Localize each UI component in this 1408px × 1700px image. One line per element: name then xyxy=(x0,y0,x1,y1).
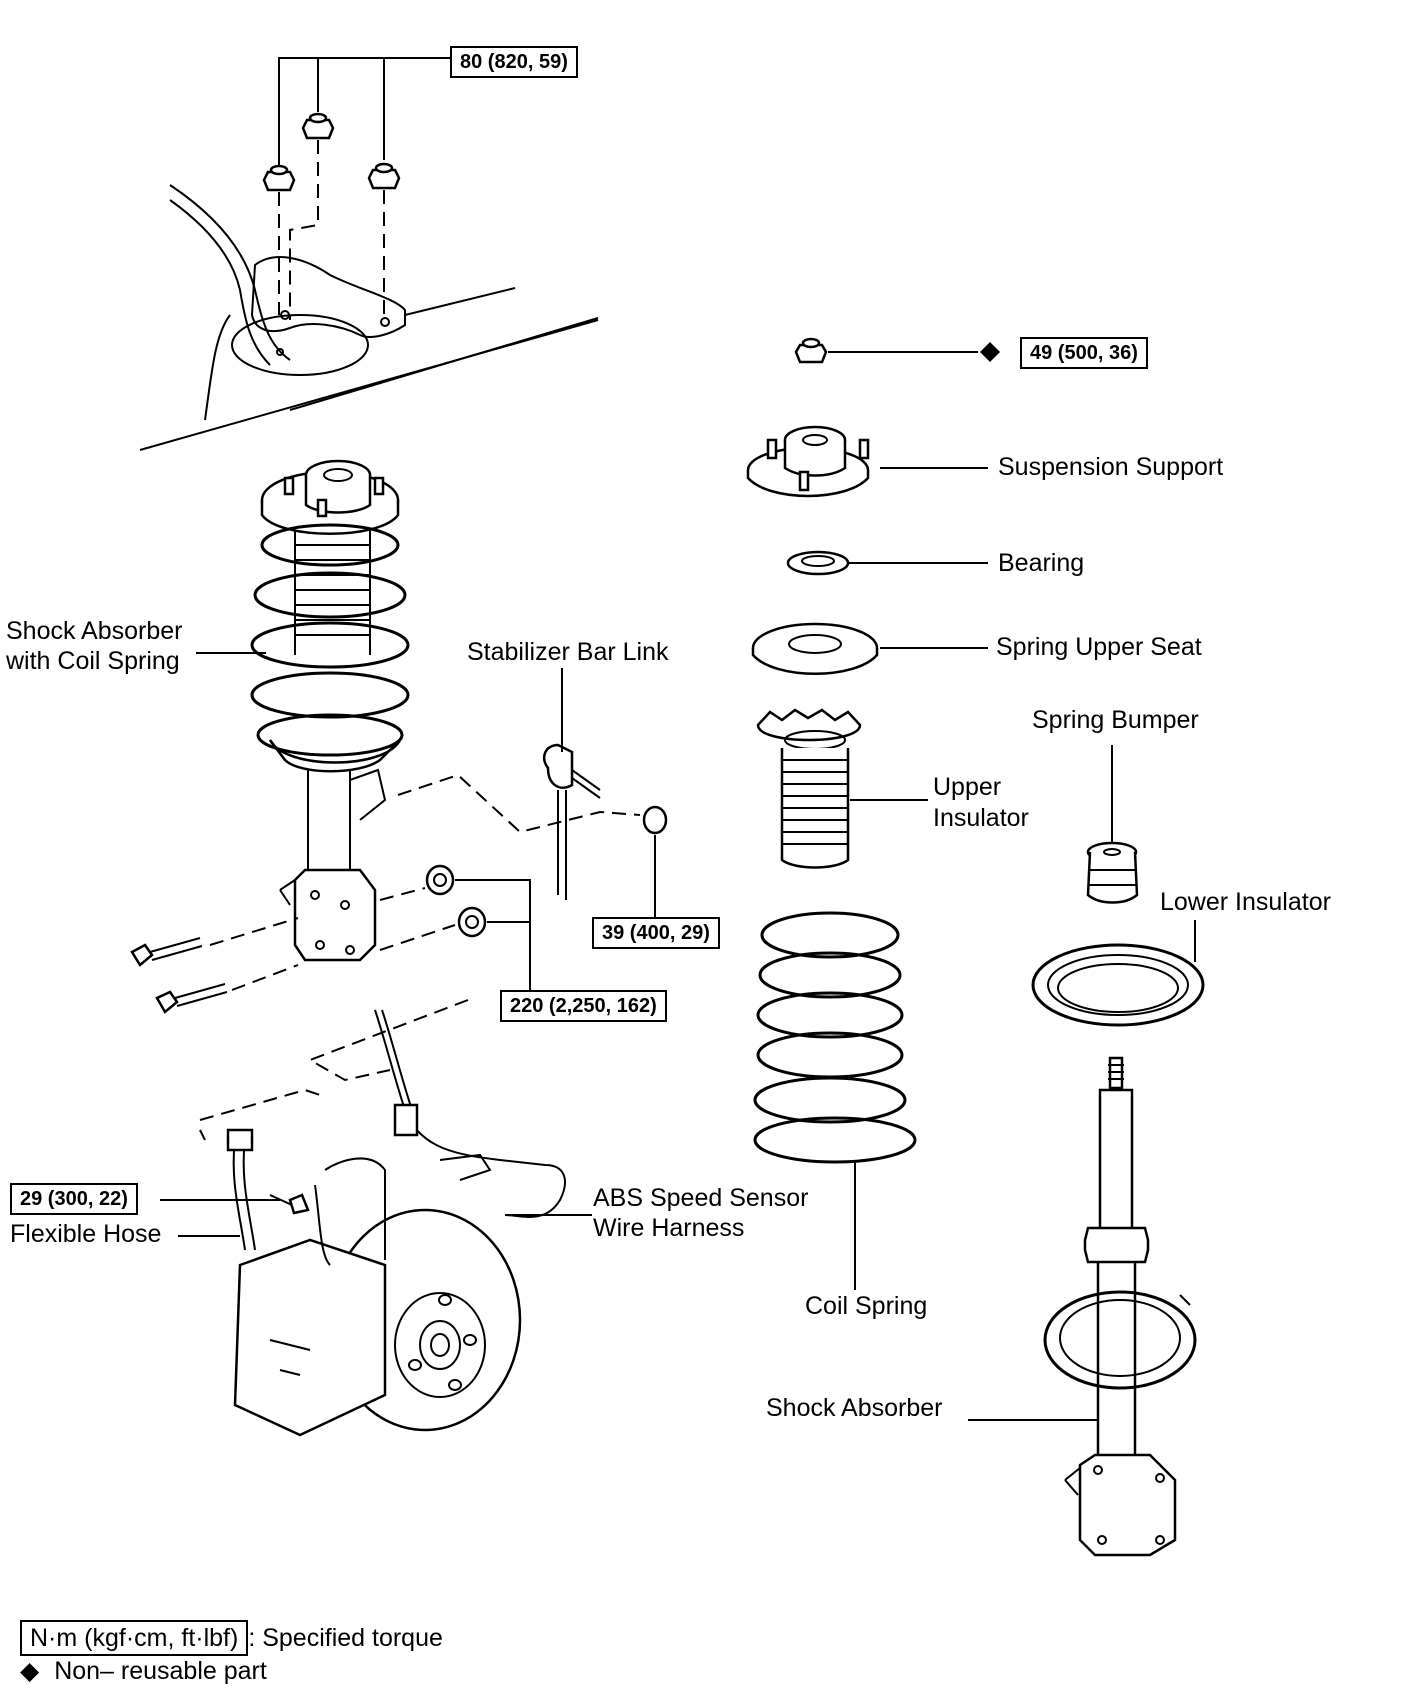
leader-shock-with-spring xyxy=(196,652,266,654)
stabilizer-link-illustration xyxy=(542,743,668,900)
torque-box-knuckle-bolts: 220 (2,250, 162) xyxy=(500,990,667,1022)
label-stabilizer-link: Stabilizer Bar Link xyxy=(467,638,669,666)
upper-insulator-illustration xyxy=(756,708,862,869)
assembled-strut-illustration xyxy=(250,459,410,962)
knuckle-bolt-lower xyxy=(155,983,228,1014)
legend-nonreusable: ◆ Non– reusable part xyxy=(20,1655,267,1687)
mount-nut-left xyxy=(262,164,296,192)
mount-nut-right xyxy=(367,162,401,190)
label-bearing: Bearing xyxy=(998,549,1085,577)
knuckle-nut-lower xyxy=(457,906,487,938)
legend-nonreusable-text: Non– reusable part xyxy=(54,1657,267,1685)
label-shock-with-spring-line1: Shock Absorber xyxy=(6,617,183,645)
torque-box-stabilizer-nut: 39 (400, 29) xyxy=(592,917,720,949)
spring-upper-seat-illustration xyxy=(751,622,879,675)
label-upper-insulator-line2: Insulator xyxy=(933,804,1029,832)
strut-tower-illustration xyxy=(139,184,599,451)
support-nut-illustration xyxy=(794,337,828,364)
torque-box-mount-nuts: 80 (820, 59) xyxy=(450,46,578,78)
brake-assembly-illustration xyxy=(226,1128,522,1437)
knuckle-bolt-upper xyxy=(130,937,203,967)
shock-absorber-illustration xyxy=(1043,1056,1197,1557)
legend-torque: N·m (kgf·cm, ft·lbf): Specified torque xyxy=(20,1620,443,1656)
knuckle-nut-upper xyxy=(425,864,455,896)
label-flexible-hose: Flexible Hose xyxy=(10,1220,162,1248)
suspension-support-illustration xyxy=(746,425,870,498)
torque-box-hose-bolt: 29 (300, 22) xyxy=(10,1183,138,1215)
legend-diamond-icon: ◆ xyxy=(20,1657,40,1685)
spring-bumper-illustration xyxy=(1086,841,1139,904)
legend-torque-unit: N·m (kgf·cm, ft·lbf) xyxy=(20,1620,249,1656)
legend-torque-text: : Specified torque xyxy=(248,1624,443,1652)
label-abs-harness-line2: Wire Harness xyxy=(593,1214,745,1242)
mount-nut-middle xyxy=(301,112,335,140)
label-suspension-support: Suspension Support xyxy=(998,453,1224,481)
bearing-illustration xyxy=(786,550,850,576)
label-lower-insulator: Lower Insulator xyxy=(1160,888,1331,916)
lower-insulator-illustration xyxy=(1031,943,1205,1027)
torque-box-support-nut: 49 (500, 36) xyxy=(1020,337,1148,369)
coil-spring-illustration xyxy=(753,911,917,1164)
label-shock-with-spring-line2: with Coil Spring xyxy=(6,647,180,675)
label-coil-spring: Coil Spring xyxy=(805,1292,928,1320)
label-shock-absorber: Shock Absorber xyxy=(766,1394,943,1422)
label-upper-insulator-line1: Upper xyxy=(933,773,1002,801)
label-spring-bumper: Spring Bumper xyxy=(1032,706,1199,734)
label-abs-harness-line1: ABS Speed Sensor xyxy=(593,1184,809,1212)
label-spring-upper-seat: Spring Upper Seat xyxy=(996,633,1202,661)
abs-harness-illustration xyxy=(374,1009,566,1218)
